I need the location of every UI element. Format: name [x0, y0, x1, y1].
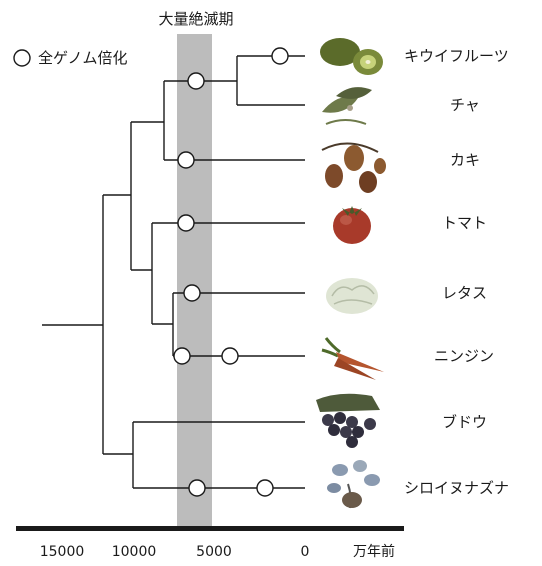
species-label-lettuce: レタス — [442, 284, 487, 302]
axis-unit-label: 万年前 — [353, 543, 395, 560]
axis-tick-5000: 5000 — [196, 544, 232, 560]
tea-leaf-icon — [322, 87, 372, 125]
species-labels: キウイフルーツ チャ カキ トマト レタス ニンジン ブドウ シロイヌナズナ — [404, 47, 509, 497]
legend: 全ゲノム倍化 — [13, 49, 128, 67]
legend-wgd-icon — [13, 49, 31, 67]
species-label-kiwi: キウイフルーツ — [404, 47, 509, 65]
wgd-marker-persimmon — [177, 151, 195, 169]
wgd-marker-kiwi — [271, 47, 289, 65]
wgd-marker-kiwi-tea — [187, 72, 205, 90]
arabidopsis-icon — [327, 460, 380, 509]
species-label-persimmon: カキ — [450, 151, 480, 169]
time-axis: 15000 10000 5000 0 万年前 — [16, 526, 404, 560]
axis-tick-15000: 15000 — [40, 544, 85, 560]
mass-extinction-label: 大量絶滅期 — [158, 10, 233, 28]
legend-label: 全ゲノム倍化 — [38, 49, 128, 67]
species-label-carrot: ニンジン — [434, 347, 494, 365]
wgd-marker-arabidopsis-young — [256, 479, 274, 497]
kiwi-fruit-icon — [320, 38, 383, 75]
species-label-tomato: トマト — [442, 214, 487, 232]
carrot-icon — [321, 337, 384, 380]
wgd-marker-carrot — [221, 347, 239, 365]
wgd-markers — [173, 47, 289, 497]
wgd-marker-lettuce — [183, 284, 201, 302]
axis-bar — [16, 526, 404, 531]
tomato-icon — [333, 206, 371, 244]
species-label-tea: チャ — [450, 96, 480, 114]
species-label-grape: ブドウ — [442, 413, 487, 431]
tree-branches — [42, 55, 305, 489]
axis-tick-10000: 10000 — [112, 544, 157, 560]
wgd-marker-campanulids — [173, 347, 191, 365]
lettuce-icon — [326, 278, 378, 314]
wgd-marker-tomato — [177, 214, 195, 232]
persimmon-icon — [321, 142, 386, 193]
wgd-marker-arabidopsis-old — [188, 479, 206, 497]
mass-extinction-band — [177, 34, 212, 526]
grape-icon — [316, 393, 380, 448]
axis-tick-0: 0 — [301, 544, 310, 560]
species-label-arabidopsis: シロイヌナズナ — [404, 479, 509, 497]
